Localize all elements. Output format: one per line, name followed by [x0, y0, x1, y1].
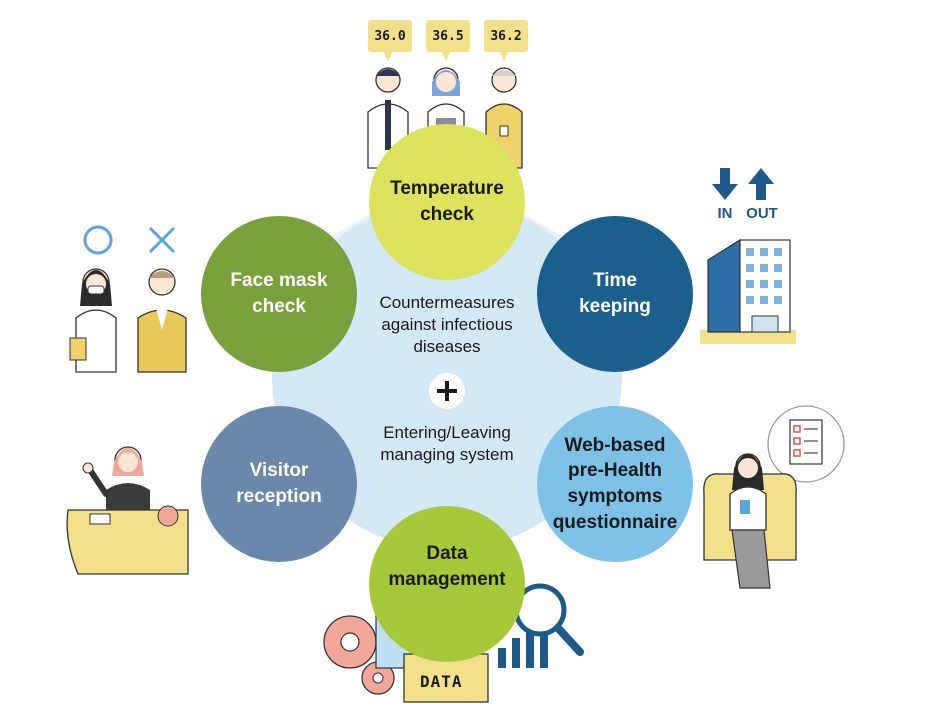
reception-illustration — [66, 446, 189, 575]
in-arrow-icon — [712, 168, 738, 200]
node-visitor-reception: Visitor reception — [201, 406, 357, 562]
center-line4: Entering/Leaving — [383, 423, 511, 442]
temperature-value-3: 36.2 — [490, 29, 522, 44]
temperature-value-2: 36.5 — [432, 29, 464, 44]
node-web-line1: Web-based — [564, 434, 666, 456]
center-line3: diseases — [413, 337, 481, 357]
center-line5: managing system — [380, 445, 514, 465]
node-web-line3: symptoms — [567, 486, 663, 507]
node-face-mask-check: Face mask check — [201, 216, 357, 372]
cross-ng-icon — [148, 226, 176, 254]
plus-icon — [429, 373, 465, 409]
temp-bubble-3 — [484, 20, 528, 52]
temperature-value-1: 36.0 — [374, 29, 406, 44]
node-web-questionnaire: Web-based pre-Health symptoms questionna… — [537, 406, 693, 562]
node-time-line2: keeping — [579, 296, 651, 317]
magnifier-icon — [513, 583, 584, 656]
timekeeping-building-illustration — [700, 168, 796, 344]
center-line1: Countermeasures — [379, 293, 515, 312]
data-folder-label: DATA — [420, 672, 463, 691]
bar-chart-icon — [498, 618, 548, 668]
node-time-keeping: Time keeping — [537, 216, 693, 372]
node-visitor-line1: Visitor — [249, 460, 309, 482]
questionnaire-illustration — [703, 405, 845, 589]
node-temperature-line2: check — [420, 204, 474, 225]
node-data-line2: management — [388, 569, 506, 590]
node-time-line1: Time — [592, 270, 637, 292]
node-data-management: Data management — [369, 506, 525, 662]
temp-bubble-2 — [426, 20, 470, 52]
out-arrow-icon — [748, 168, 774, 200]
facemask-people-illustration — [69, 225, 187, 373]
node-facemask-line2: check — [252, 296, 306, 317]
center-title-top: Countermeasures against infectious disea… — [347, 292, 547, 358]
node-data-line1: Data — [426, 543, 468, 565]
circle-ok-icon — [83, 225, 113, 255]
checklist-icon — [793, 425, 801, 457]
node-temperature-check: Temperature check — [369, 124, 525, 280]
center-line2: against infectious — [381, 315, 513, 335]
in-label: IN — [717, 205, 733, 222]
out-label: OUT — [746, 205, 778, 222]
temp-bubble-1 — [368, 20, 412, 52]
node-web-line2: pre-Health — [568, 460, 662, 482]
node-web-line4: questionnaire — [552, 511, 678, 533]
data-folder-icon — [403, 653, 489, 703]
node-facemask-line1: Face mask — [230, 270, 328, 292]
node-temperature-line1: Temperature — [390, 178, 504, 200]
node-visitor-line2: reception — [236, 486, 322, 507]
center-title-bottom: Entering/Leaving managing system — [347, 422, 547, 466]
